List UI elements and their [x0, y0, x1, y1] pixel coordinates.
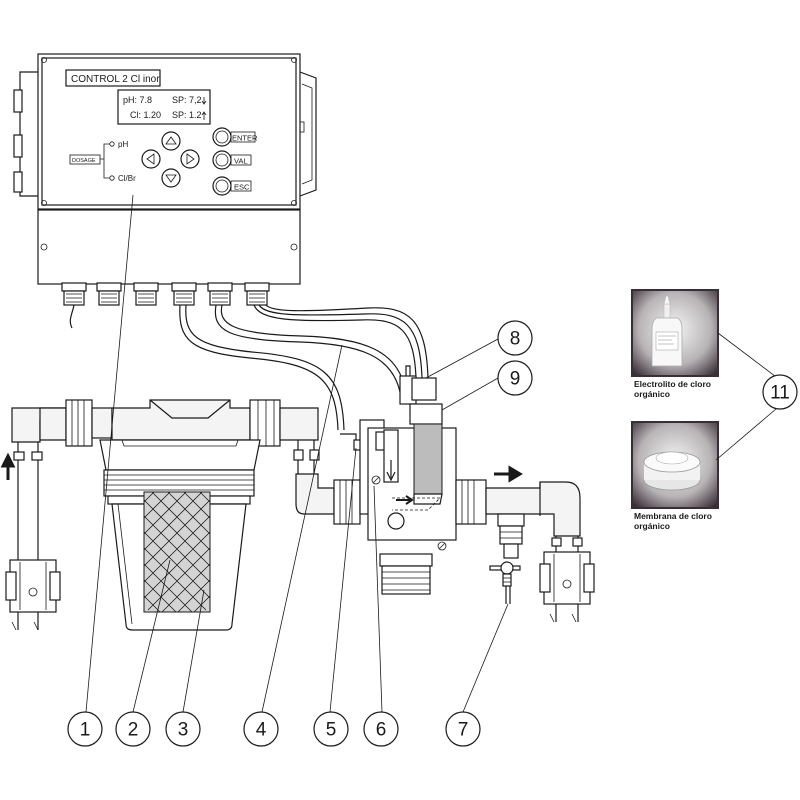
- callout-2: 2: [115, 711, 151, 747]
- svg-text:7: 7: [458, 720, 469, 741]
- arrow-up-icon: [201, 111, 207, 120]
- cables: [69, 304, 429, 431]
- display-cl-value: Cl: 1.20: [130, 110, 161, 120]
- led-clbr-label: Cl/Br: [118, 174, 136, 183]
- clbr-led-icon: [109, 175, 115, 181]
- svg-text:5: 5: [326, 720, 337, 741]
- arrow-down-icon: [201, 97, 207, 105]
- display-ph-setpoint: SP: 7,2: [172, 95, 202, 105]
- measurement-cell: [359, 365, 457, 595]
- svg-text:2: 2: [128, 720, 139, 741]
- left-key[interactable]: [141, 149, 161, 169]
- cable-glands: [61, 282, 270, 306]
- enter-label: ENTER: [232, 134, 258, 143]
- filter-housing: [99, 399, 319, 631]
- membrane-caption-line-2: orgánico: [634, 521, 670, 531]
- display-cl-setpoint: SP: 1.2: [172, 110, 202, 120]
- membrane-caption-line-1: Membrana de cloro: [634, 511, 712, 521]
- electrolyte-caption-line-1: Electrolito de cloro: [634, 379, 711, 389]
- sample-tap[interactable]: [489, 513, 525, 604]
- filter-cartridge: [143, 491, 211, 613]
- svg-text:9: 9: [510, 369, 521, 390]
- arrow-keypad[interactable]: [141, 131, 200, 188]
- down-key[interactable]: [161, 168, 181, 188]
- chlorine-probe: [392, 365, 443, 511]
- callout-11: 11: [762, 374, 798, 410]
- membrane-photo: [631, 421, 719, 509]
- outlet-ball-valve: [539, 551, 595, 623]
- dosage-label: DOSAGE: [72, 158, 96, 164]
- membrane-caption: Membrana de cloro orgánico: [634, 511, 712, 531]
- up-key[interactable]: [161, 131, 181, 151]
- callout-leaders: [85, 194, 797, 713]
- svg-text:3: 3: [178, 720, 189, 741]
- callout-7: 7: [445, 711, 481, 747]
- outlet-pipework: [455, 465, 595, 623]
- inlet-ball-valve: [5, 559, 61, 631]
- flow-direction-right-icon: [494, 465, 523, 483]
- callout-3: 3: [165, 711, 201, 747]
- val-button[interactable]: VAL: [212, 150, 252, 170]
- svg-text:1: 1: [80, 720, 91, 741]
- display-ph-value: pH: 7.8: [123, 95, 152, 105]
- controller-title: CONTROL 2 Cl inor: [71, 74, 160, 85]
- flow-direction-up-icon: [0, 452, 16, 480]
- inlet-pipe: [0, 399, 113, 631]
- electrolyte-caption: Electrolito de cloro orgánico: [634, 379, 711, 399]
- esc-label: ESC: [234, 183, 250, 192]
- electrolyte-caption-line-2: orgánico: [634, 389, 670, 399]
- connection-pipework: [293, 433, 366, 525]
- led-ph-label: pH: [118, 140, 128, 149]
- callout-1: 1: [67, 711, 103, 747]
- ph-led-icon: [109, 141, 115, 147]
- controller-unit: CONTROL 2 Cl inor pH: 7.8 SP: 7,2 Cl: 1.…: [13, 53, 317, 285]
- callout-4: 4: [243, 711, 279, 747]
- callout-5: 5: [313, 711, 349, 747]
- electrolyte-photo: [631, 289, 719, 377]
- callout-8: 8: [497, 320, 533, 356]
- right-key[interactable]: [180, 149, 200, 169]
- callout-markers: 1 2 3 4 5 6 7 8 9 11: [67, 320, 798, 747]
- svg-text:6: 6: [376, 720, 387, 741]
- svg-text:4: 4: [256, 720, 267, 741]
- callout-6: 6: [363, 711, 399, 747]
- svg-text:8: 8: [510, 329, 521, 350]
- callout-9: 9: [497, 360, 533, 396]
- val-label: VAL: [234, 157, 248, 166]
- enter-button[interactable]: ENTER: [212, 127, 258, 147]
- esc-button[interactable]: ESC: [212, 176, 252, 196]
- svg-text:11: 11: [770, 383, 790, 404]
